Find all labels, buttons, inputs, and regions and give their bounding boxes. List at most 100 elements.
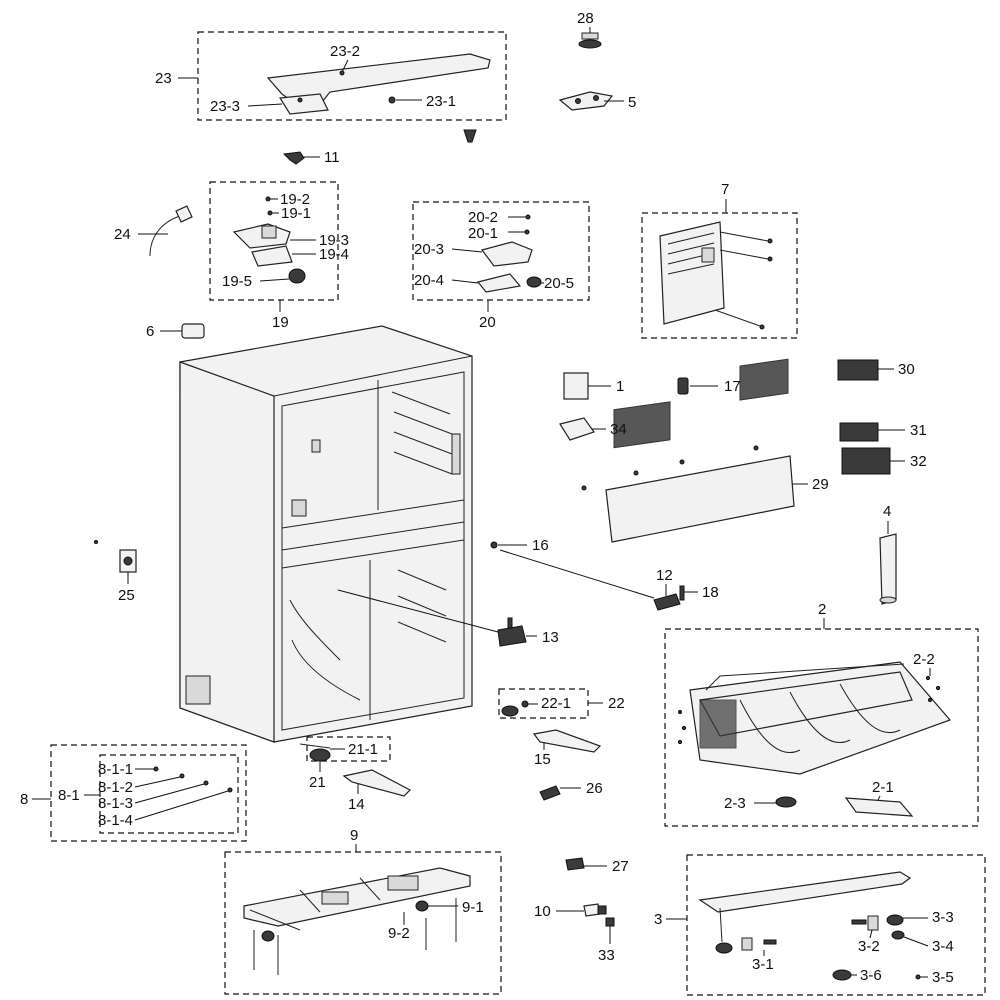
label-2: 2 <box>818 601 826 618</box>
label-8-1-3: 8-1-3 <box>98 795 133 812</box>
group-box-20 <box>412 201 590 301</box>
label-17: 17 <box>724 378 741 395</box>
part-3-leg-assembly <box>698 871 921 981</box>
part-14-bracket <box>342 769 412 797</box>
label-27: 27 <box>612 858 629 875</box>
label-29: 29 <box>812 476 829 493</box>
label-12: 12 <box>656 567 673 584</box>
part-23-top-hinge-plate <box>266 53 491 115</box>
part-screw-below-23 <box>463 129 477 143</box>
label-8-1-1: 8-1-1 <box>98 761 133 778</box>
group-box-9 <box>224 851 502 995</box>
label-20-1: 20-1 <box>468 225 498 242</box>
part-16-screw <box>490 541 498 549</box>
label-7: 7 <box>721 181 729 198</box>
label-19-4: 19-4 <box>319 246 349 263</box>
part-20-hinge-assembly <box>476 214 542 293</box>
part-6-bracket <box>181 323 205 339</box>
label-2-3: 2-3 <box>724 795 746 812</box>
part-29-evaporator-cover <box>581 358 795 543</box>
label-20-3: 20-3 <box>414 241 444 258</box>
label-9: 9 <box>350 827 358 844</box>
label-3: 3 <box>654 911 662 928</box>
label-31: 31 <box>910 422 927 439</box>
label-8-1-4: 8-1-4 <box>98 812 133 829</box>
part-7-panel-cover <box>659 221 773 330</box>
label-3-5: 3-5 <box>932 969 954 986</box>
label-19-2: 19-2 <box>280 191 310 208</box>
label-28: 28 <box>577 10 594 27</box>
part-15-bracket <box>532 729 602 753</box>
part-2-1-strip <box>844 797 914 817</box>
label-1: 1 <box>616 378 624 395</box>
label-8-1: 8-1 <box>58 787 80 804</box>
group-box-8-1 <box>99 754 239 834</box>
label-15: 15 <box>534 751 551 768</box>
part-24-power-cord <box>149 205 193 257</box>
part-31-module <box>839 422 879 442</box>
part-34-pad <box>559 417 595 441</box>
part-8-1-screws <box>153 766 233 793</box>
label-9-1: 9-1 <box>462 899 484 916</box>
label-24: 24 <box>114 226 131 243</box>
part-1-block <box>563 372 589 400</box>
part-11-screw <box>282 151 305 165</box>
part-2-3-grommet <box>775 796 797 808</box>
label-26: 26 <box>586 780 603 797</box>
label-2-1: 2-1 <box>872 779 894 796</box>
label-32: 32 <box>910 453 927 470</box>
group-box-21 <box>306 736 391 762</box>
part-2-machine-base <box>677 661 952 775</box>
label-16: 16 <box>532 537 549 554</box>
part-9-base-plate <box>243 867 471 975</box>
part-28-leveling-foot <box>578 32 602 49</box>
label-20-4: 20-4 <box>414 272 444 289</box>
part-32-grille <box>841 447 891 475</box>
label-19-1: 19-1 <box>281 205 311 222</box>
label-19: 19 <box>272 314 289 331</box>
part-22-1-roller <box>501 700 529 717</box>
label-23-1: 23-1 <box>426 93 456 110</box>
callouts: 28 5 23 23-2 23-3 23-1 11 24 19-2 19-1 1… <box>20 10 954 986</box>
label-14: 14 <box>348 796 365 813</box>
group-box-23 <box>197 31 507 121</box>
label-33: 33 <box>598 947 615 964</box>
label-21: 21 <box>309 774 326 791</box>
part-21-1-roller <box>299 743 331 762</box>
label-20-2: 20-2 <box>468 209 498 226</box>
part-33-nut <box>605 917 615 927</box>
part-26-connector <box>539 785 561 801</box>
label-6: 6 <box>146 323 154 340</box>
label-2-2: 2-2 <box>913 651 935 668</box>
part-13-block <box>497 617 527 647</box>
label-13: 13 <box>542 629 559 646</box>
label-8: 8 <box>20 791 28 808</box>
label-20-5: 20-5 <box>544 275 574 292</box>
label-18: 18 <box>702 584 719 601</box>
label-23-3: 23-3 <box>210 98 240 115</box>
part-cabinet-body <box>179 325 473 743</box>
label-34: 34 <box>610 421 627 438</box>
label-19-5: 19-5 <box>222 273 252 290</box>
label-5: 5 <box>628 94 636 111</box>
label-19-3: 19-3 <box>319 232 349 249</box>
label-25: 25 <box>118 587 135 604</box>
part-25-bracket <box>94 540 137 573</box>
group-box-2 <box>664 628 979 827</box>
part-5-bracket <box>558 91 614 111</box>
group-box-8 <box>50 744 247 842</box>
group-box-19 <box>209 181 339 301</box>
label-30: 30 <box>898 361 915 378</box>
part-19-hinge-assembly <box>232 196 306 284</box>
label-9-2: 9-2 <box>388 925 410 942</box>
part-17-switch <box>677 377 689 395</box>
label-4: 4 <box>883 503 891 520</box>
label-22-1: 22-1 <box>541 695 571 712</box>
label-20: 20 <box>479 314 496 331</box>
group-box-3 <box>686 854 986 996</box>
label-23: 23 <box>155 70 172 87</box>
label-22: 22 <box>608 695 625 712</box>
label-11: 11 <box>324 149 340 166</box>
part-10-fitting <box>583 903 607 917</box>
label-3-2: 3-2 <box>858 938 880 955</box>
